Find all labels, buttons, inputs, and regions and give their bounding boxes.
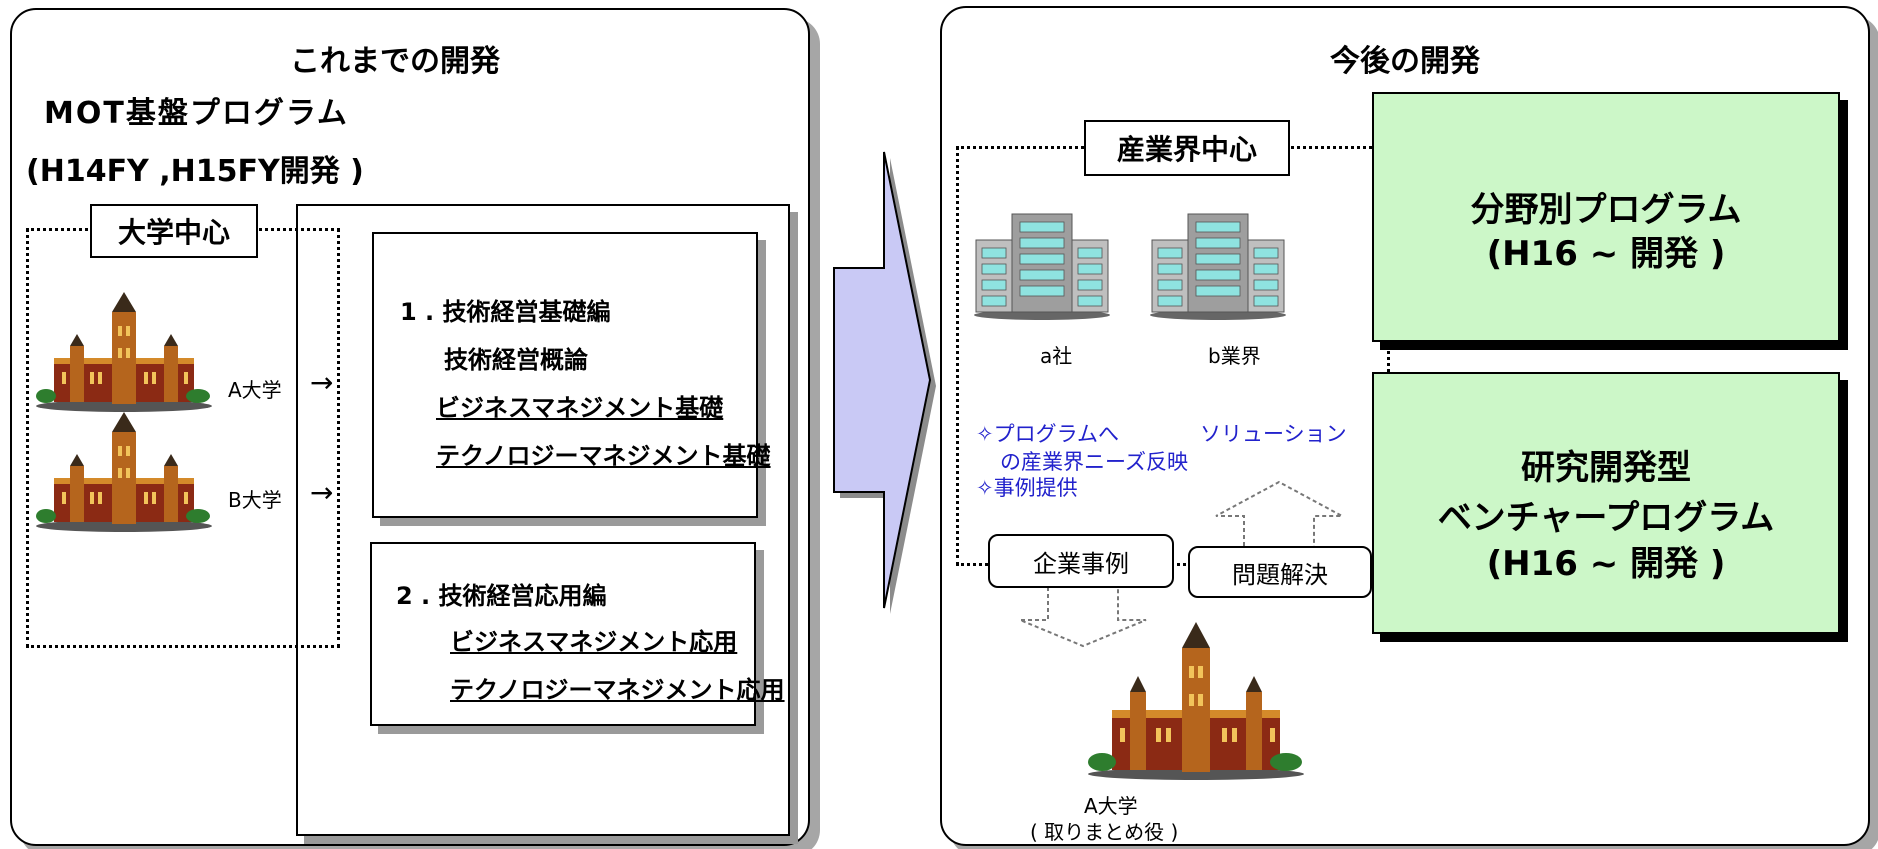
basic-course-item: テクノロジーマネジメント基礎 — [436, 442, 771, 470]
coordinator-university-label: A大学 — [1084, 794, 1138, 818]
field-program-title: 分野別プログラム — [1470, 190, 1742, 230]
feedback-note-line: ✧プログラムへ — [976, 422, 1119, 446]
coordinator-role-label: ( 取りまとめ役 ) — [1030, 820, 1179, 844]
industry-center-label: 産業界中心 — [1084, 120, 1290, 176]
university-center-label: 大学中心 — [90, 204, 258, 258]
basic-course-box — [372, 232, 758, 518]
applied-course-heading: 2 . 技術経営応用編 — [396, 582, 607, 610]
company-a-building-icon — [974, 213, 1110, 320]
field-program-box — [1372, 92, 1840, 342]
university-b-building-icon — [36, 412, 212, 532]
solution-note: ソリューション — [1200, 422, 1347, 446]
left-title: これまでの開発 — [290, 44, 500, 79]
university-a-building-icon — [36, 292, 212, 412]
applied-course-item: テクノロジーマネジメント応用 — [450, 676, 785, 704]
industry-b-label: b業界 — [1208, 344, 1261, 368]
company-a-label: a社 — [1040, 344, 1073, 368]
feedback-note-line: の産業界ニーズ反映 — [1000, 450, 1188, 474]
arrow-a-icon: → — [310, 366, 334, 399]
basic-course-heading: 1 . 技術経営基礎編 — [400, 298, 611, 326]
arrow-b-icon: → — [310, 476, 334, 509]
university-a-building-icon — [1088, 622, 1304, 780]
program-years: (H14FY ,H15FY開発 ) — [26, 154, 364, 189]
feedback-note-line: ✧事例提供 — [976, 476, 1078, 500]
basic-course-item: ビジネスマネジメント基礎 — [436, 394, 724, 422]
basic-course-item: 技術経営概論 — [444, 346, 588, 374]
industry-b-building-icon — [1150, 213, 1286, 320]
field-program-period: (H16 ~ 開発 ) — [1486, 234, 1726, 274]
applied-course-box — [370, 542, 756, 726]
right-title: 今後の開発 — [1330, 44, 1480, 79]
transition-arrow-icon — [833, 151, 936, 614]
program-name: MOT基盤プログラム — [44, 96, 349, 131]
problem-solving-box: 問題解決 — [1188, 546, 1372, 598]
case-study-box: 企業事例 — [988, 534, 1174, 588]
applied-course-item: ビジネスマネジメント応用 — [450, 628, 738, 656]
university-a-label: A大学 — [228, 378, 282, 402]
down-arrow-icon — [1019, 579, 1147, 648]
university-b-label: B大学 — [228, 488, 282, 512]
venture-program-subtitle: ベンチャープログラム — [1437, 498, 1775, 538]
venture-program-box — [1372, 372, 1840, 634]
venture-program-title: 研究開発型 — [1521, 448, 1691, 488]
venture-program-period: (H16 ~ 開発 ) — [1486, 544, 1726, 584]
